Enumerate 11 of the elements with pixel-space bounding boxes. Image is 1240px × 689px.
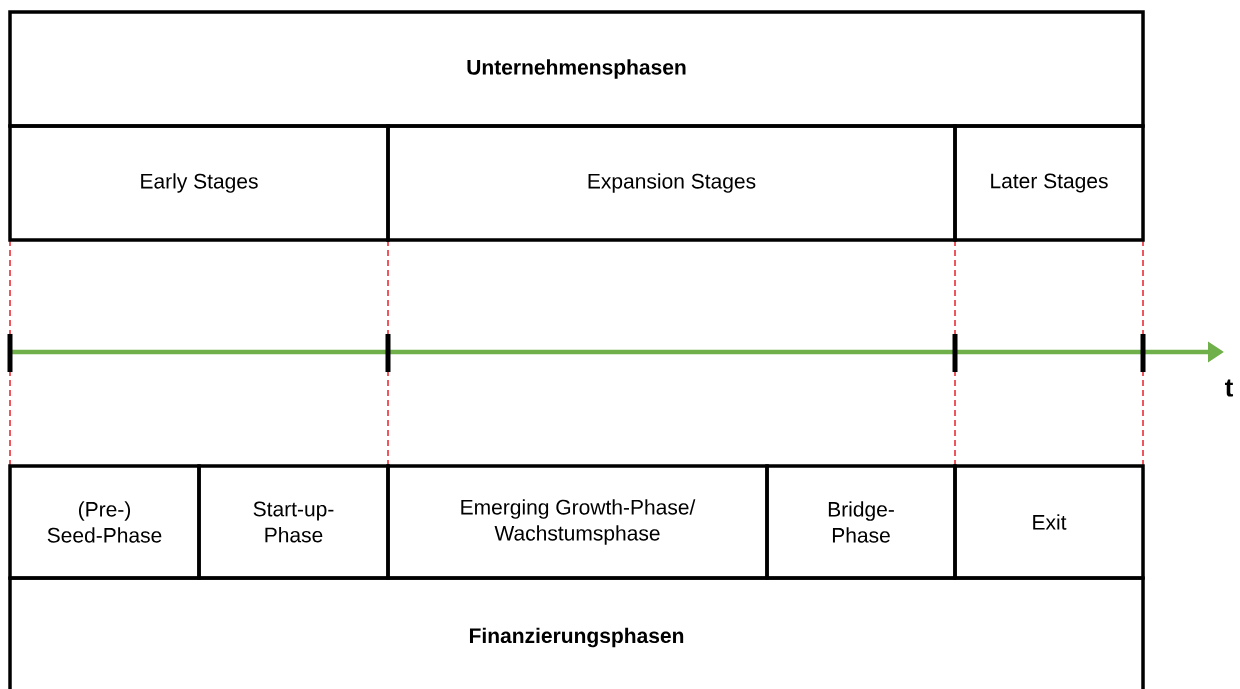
phase-box: Emerging Growth-Phase/ Wachstumsphase xyxy=(386,464,769,580)
phase-box: Exit xyxy=(953,464,1145,580)
axis-label: t xyxy=(1225,379,1234,397)
phase-box: Finanzierungsphasen xyxy=(8,576,1145,689)
phase-box: Later Stages xyxy=(953,124,1145,242)
phase-box: Bridge-Phase xyxy=(765,464,957,580)
phase-box: (Pre-) Seed-Phase xyxy=(8,464,201,580)
phase-box: Unternehmensphasen xyxy=(8,10,1145,128)
phase-box: Start-up-Phase xyxy=(197,464,390,580)
phase-box: Early Stages xyxy=(8,124,390,242)
phase-box: Expansion Stages xyxy=(386,124,957,242)
